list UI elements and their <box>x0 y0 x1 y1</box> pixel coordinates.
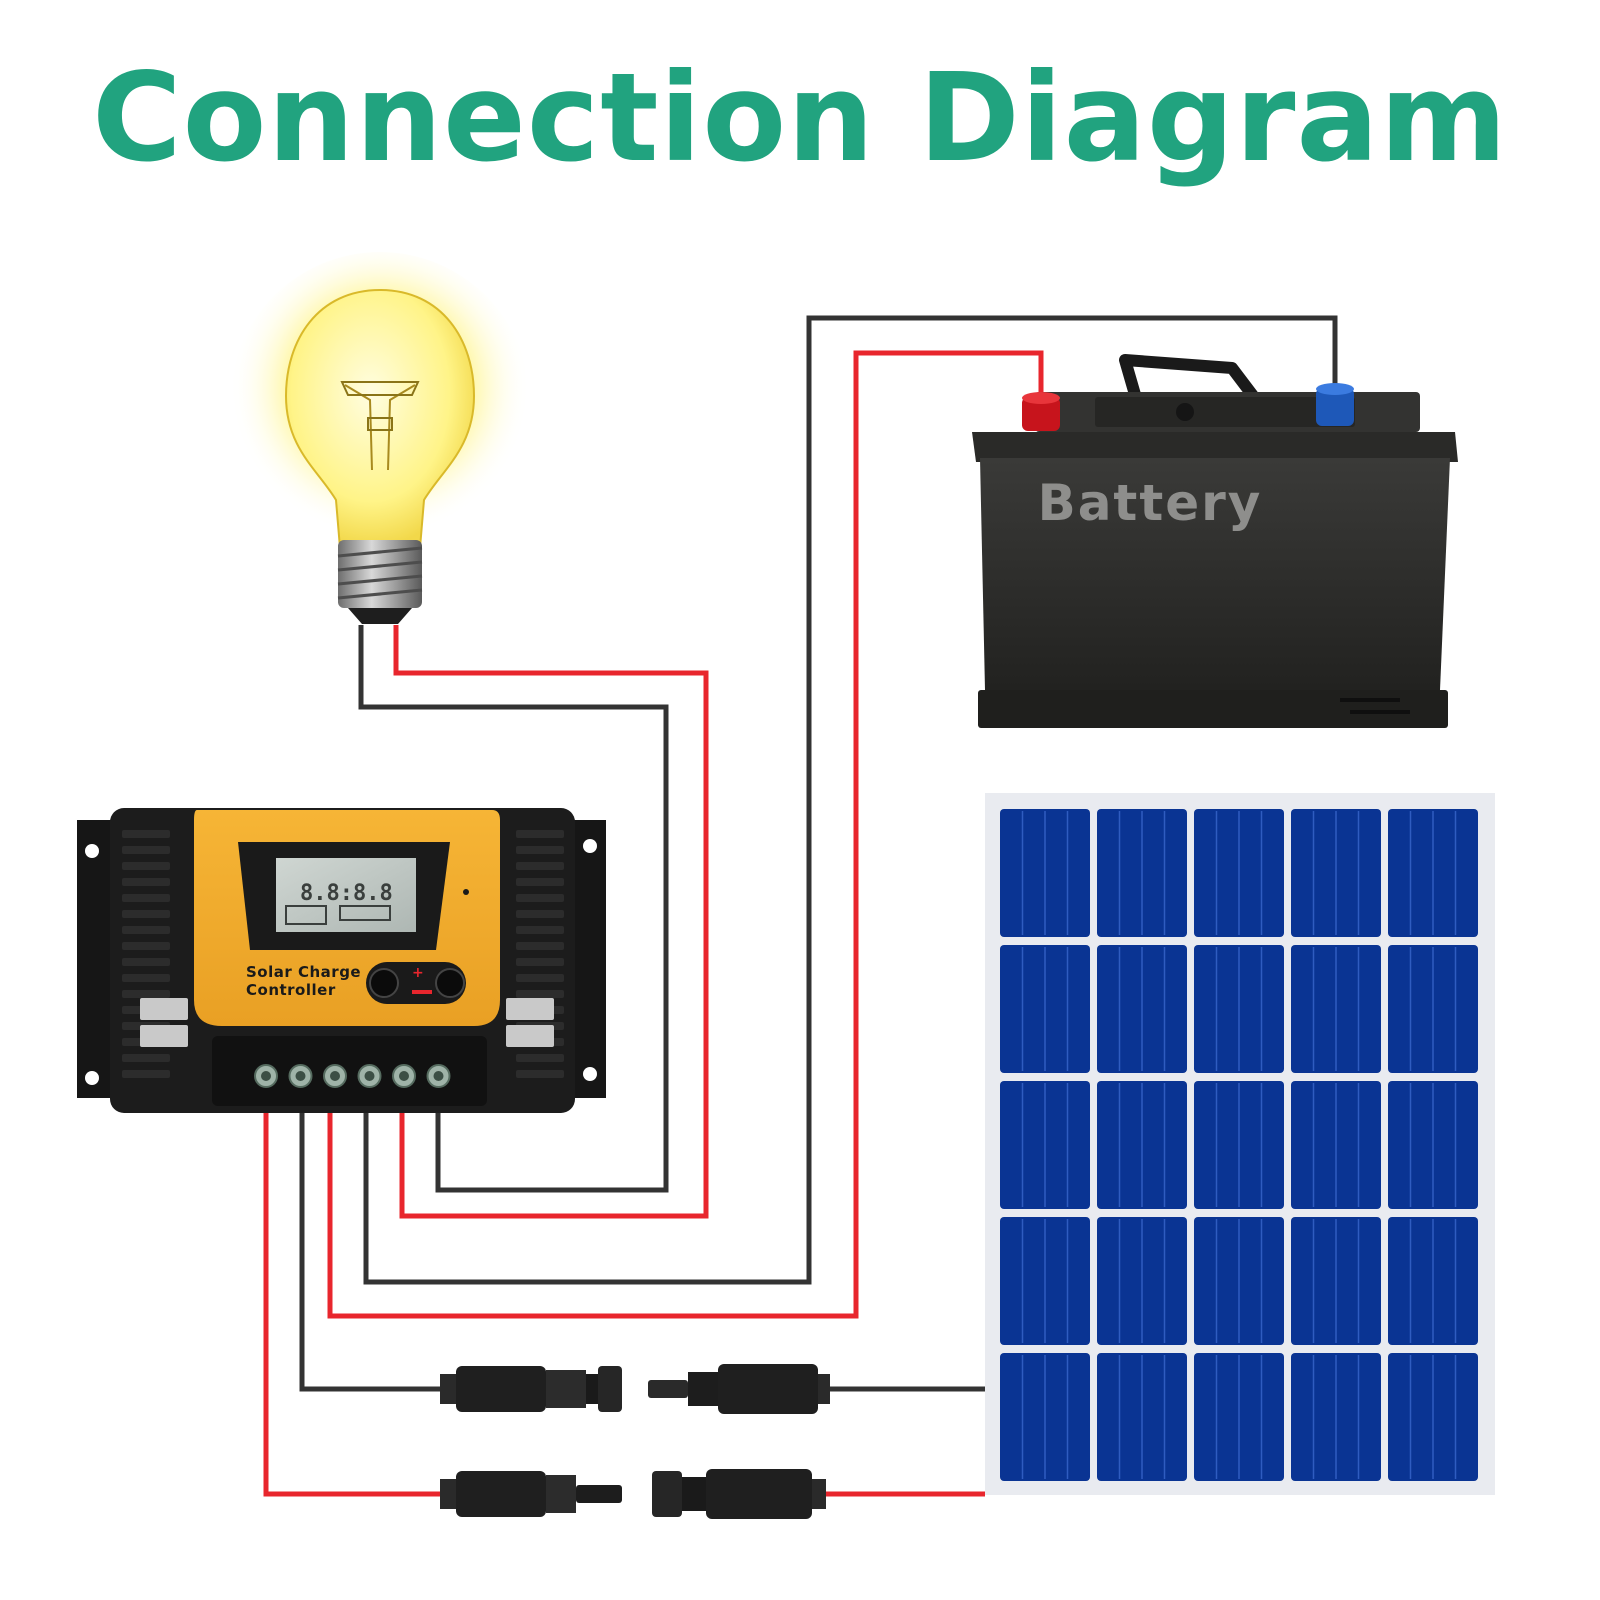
bulb-negative-wire <box>358 625 669 1193</box>
battery-positive-wire <box>327 350 1044 1319</box>
svg-text:+: + <box>412 965 424 981</box>
svg-text:8.8:8.8: 8.8:8.8 <box>300 881 393 906</box>
page-title: Connection Diagram <box>92 47 1508 189</box>
mc4-connector-icon <box>440 1366 622 1412</box>
battery-icon: Battery <box>972 354 1458 728</box>
light-bulb-icon <box>230 252 530 624</box>
panel-negative-wire-controller-side <box>299 1110 440 1392</box>
mc4-connectors <box>440 1364 830 1519</box>
mc4-connector-icon <box>648 1364 830 1414</box>
solar-panel-icon <box>985 793 1495 1495</box>
solar-charge-controller-icon: 8.8:8.8 Solar Charge Controller + <box>77 808 606 1113</box>
panel-positive-wire-controller-side <box>263 1110 440 1497</box>
bulb-positive-wire <box>393 625 709 1219</box>
battery-label: Battery <box>1038 474 1263 532</box>
mc4-connector-icon <box>652 1469 826 1519</box>
mc4-connector-icon <box>440 1471 622 1517</box>
wires <box>263 315 1338 1497</box>
controller-label-line2: Controller <box>246 981 336 999</box>
battery-negative-wire <box>363 315 1338 1285</box>
controller-label-line1: Solar Charge <box>246 963 361 981</box>
